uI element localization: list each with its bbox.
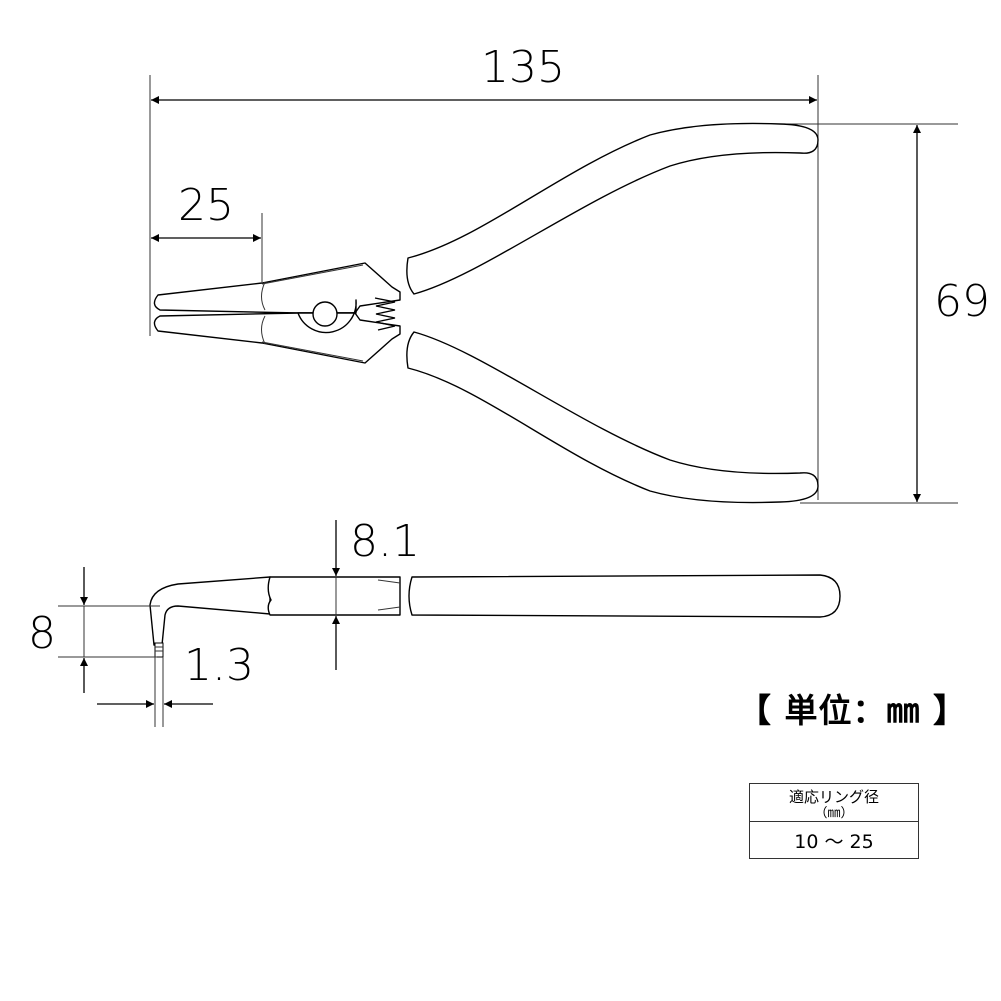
spec-header-label: 適応リング径 (788, 788, 879, 806)
tip-serration (154, 642, 164, 658)
tip-diameter-label: 1.3 (184, 640, 254, 691)
side-view-dimensions: 8 1.3 8.1 (28, 516, 420, 727)
plier-lower-half (153, 312, 819, 504)
length-dimension-label: 135 (481, 42, 565, 93)
spring-icon (374, 297, 396, 331)
pivot-rivet-icon (312, 301, 338, 327)
spec-value: 10 ～ 25 (749, 821, 919, 859)
plier-top-view (153, 122, 819, 504)
width-dimension-label: 69 (934, 276, 990, 327)
handle-grip (406, 122, 819, 295)
unit-label: 【 単位：㎜ 】 (738, 691, 967, 730)
thickness-label: 8.1 (350, 516, 420, 567)
plier-upper-half (153, 122, 819, 314)
side-handle (408, 574, 841, 618)
side-band-lines (377, 579, 401, 611)
jaw-dimension-label: 25 (178, 180, 234, 231)
spec-header-unit: （㎜） (814, 806, 854, 821)
spec-table: 適応リング径 （㎜） 10 ～ 25 (749, 783, 919, 859)
spec-table-header: 適応リング径 （㎜） (749, 783, 919, 822)
side-jaw (149, 576, 271, 646)
plier-side-view (149, 574, 841, 658)
side-band (267, 576, 401, 616)
jaw-band-edge (261, 281, 266, 311)
jaw-edge-line (261, 264, 364, 285)
jaw (153, 262, 401, 314)
tip-height-label: 8 (28, 608, 56, 659)
